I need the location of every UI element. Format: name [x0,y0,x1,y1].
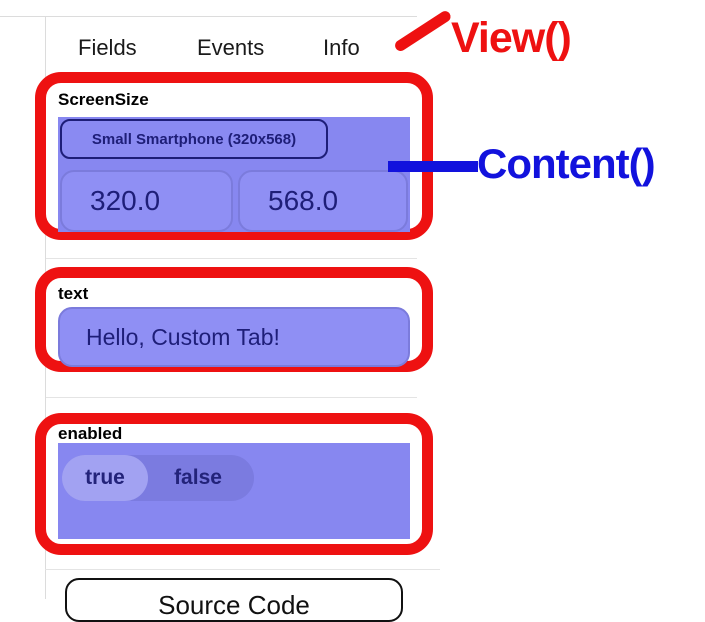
screensize-height-value: 568.0 [268,185,339,216]
content-annotation-label: Content() [477,140,656,187]
screensize-width-value: 320.0 [90,185,161,216]
enabled-option-false[interactable]: false [174,466,222,489]
screensize-height-input[interactable]: 568.0 [238,170,408,232]
tab-events[interactable]: Events [197,35,265,60]
view-annotation-label: View() [451,14,572,62]
toolbar-divider [0,16,417,17]
screensize-preset-label: Small Smartphone (320x568) [91,130,297,148]
text-input[interactable]: Hello, Custom Tab! [58,307,410,367]
tab-fields[interactable]: Fields [78,35,137,60]
screensize-label: ScreenSize [58,90,149,109]
content-annotation-line [388,161,478,172]
text-label: text [58,284,89,303]
source-code-button[interactable]: Source Code [65,578,403,622]
enabled-option-true[interactable]: true [62,455,148,501]
source-code-button-label: Source Code [158,590,310,620]
section-divider [46,397,417,398]
tab-info[interactable]: Info [323,35,360,60]
screensize-width-input[interactable]: 320.0 [60,170,233,232]
annotation-box-screensize [35,72,433,240]
footer-divider [45,569,440,570]
enabled-label: enabled [58,424,123,443]
enabled-toggle[interactable]: true false [62,455,254,501]
annotation-box-enabled [35,413,433,555]
section-divider [46,258,417,259]
text-value: Hello, Custom Tab! [86,323,280,350]
screensize-preset-button[interactable]: Small Smartphone (320x568) [60,119,328,159]
